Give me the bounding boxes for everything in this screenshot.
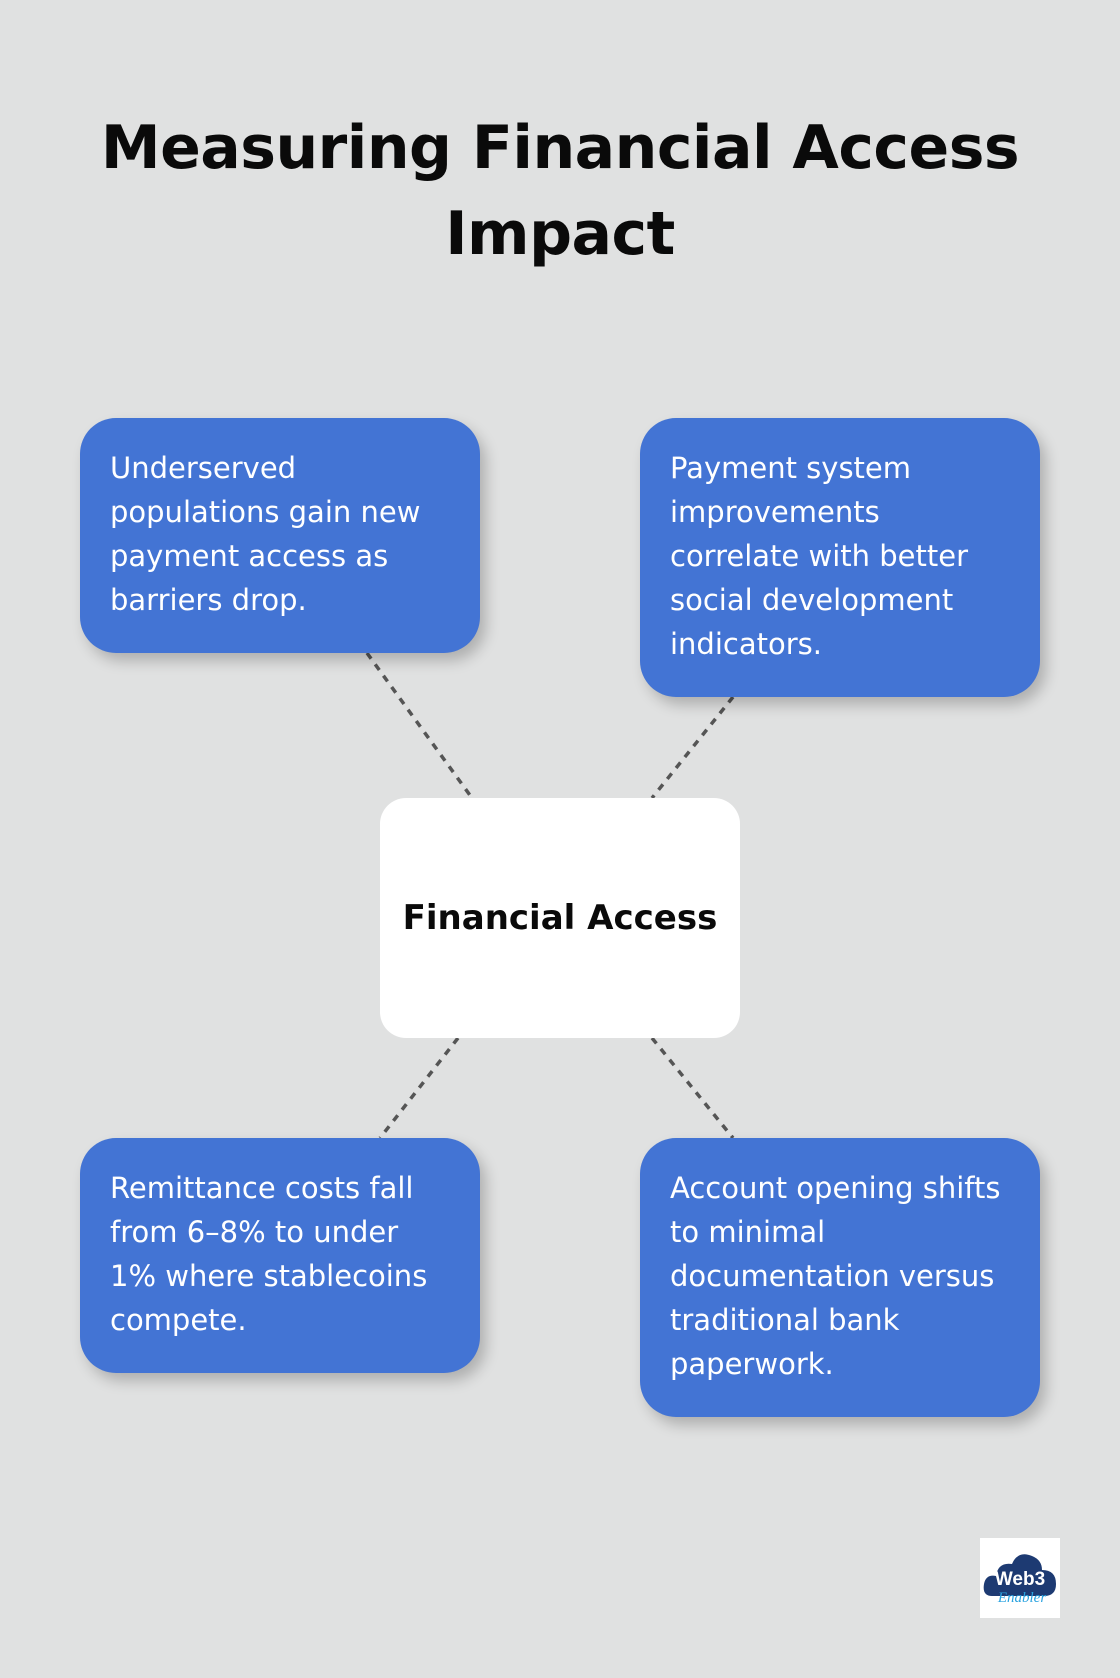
connector-top-right xyxy=(650,695,735,800)
connector-bottom-right xyxy=(650,1036,735,1140)
page-title: Measuring Financial Access Impact xyxy=(100,113,1020,269)
center-label: Financial Access xyxy=(402,898,718,938)
card-payment-system: Payment system improvements correlate wi… xyxy=(640,418,1040,697)
cloud-logo-icon: Web3 Enabler xyxy=(983,1554,1056,1606)
connector-top-left xyxy=(365,651,474,800)
card-underserved-populations: Underserved populations gain new payment… xyxy=(80,418,480,653)
center-node: Financial Access xyxy=(380,798,740,1038)
connector-bottom-left xyxy=(378,1036,460,1140)
svg-text:Web3: Web3 xyxy=(995,1569,1045,1590)
web3-enabler-logo: Web3 Enabler xyxy=(980,1538,1060,1618)
card-account-opening: Account opening shifts to minimal docume… xyxy=(640,1138,1040,1417)
card-remittance-costs: Remittance costs fall from 6–8% to under… xyxy=(80,1138,480,1373)
svg-text:Enabler: Enabler xyxy=(997,1590,1046,1606)
